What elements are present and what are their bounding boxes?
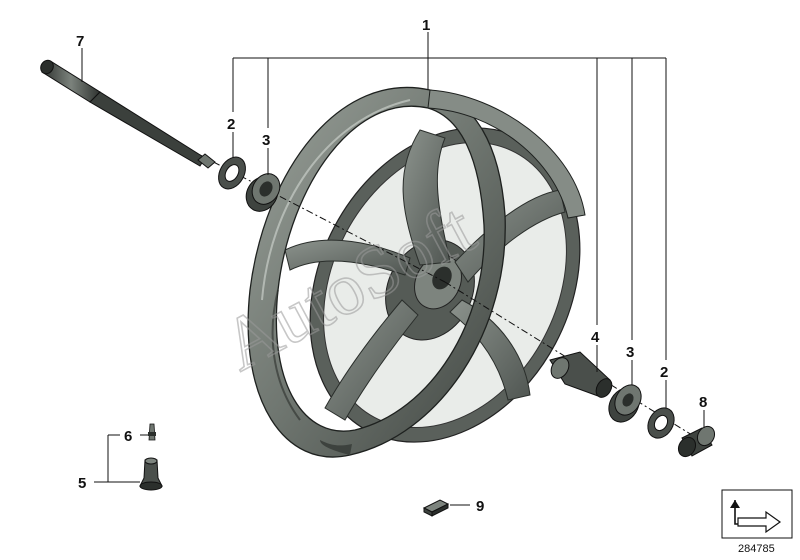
balance-weight-part	[422, 499, 450, 517]
bearing-right-part	[608, 384, 642, 423]
callout-sleeve: 4	[591, 329, 600, 346]
distance-bush-part	[677, 425, 716, 458]
callout-labels: 1 2 3 7 4 3 2 8 6 5 9	[76, 17, 707, 515]
bearing-left-part	[245, 173, 281, 212]
callout-valve-core: 6	[124, 428, 132, 445]
callout-spacer-left: 2	[227, 116, 235, 133]
valve-part	[139, 457, 163, 491]
wheel-rim	[247, 86, 586, 458]
leader-lines	[81, 32, 705, 506]
callout-wheel: 1	[422, 17, 430, 34]
spacer-left-part	[218, 156, 246, 190]
bent-arrow-icon	[730, 500, 782, 534]
callout-balance-weight: 9	[476, 498, 484, 515]
callout-axle: 7	[76, 33, 84, 50]
corner-badge: 284785	[721, 489, 793, 555]
valve-core-part	[148, 423, 156, 441]
callout-valve: 5	[78, 475, 86, 492]
document-number: 284785	[738, 543, 775, 555]
wheel-assembly	[247, 86, 586, 458]
callout-bearing-right: 3	[626, 344, 634, 361]
sleeve-part	[549, 351, 613, 398]
callout-bearing-left: 3	[262, 132, 270, 149]
axle-part	[40, 59, 216, 169]
callout-spacer-right: 2	[660, 364, 668, 381]
callout-distance-bush: 8	[699, 394, 707, 411]
spacer-right-part	[647, 407, 675, 439]
